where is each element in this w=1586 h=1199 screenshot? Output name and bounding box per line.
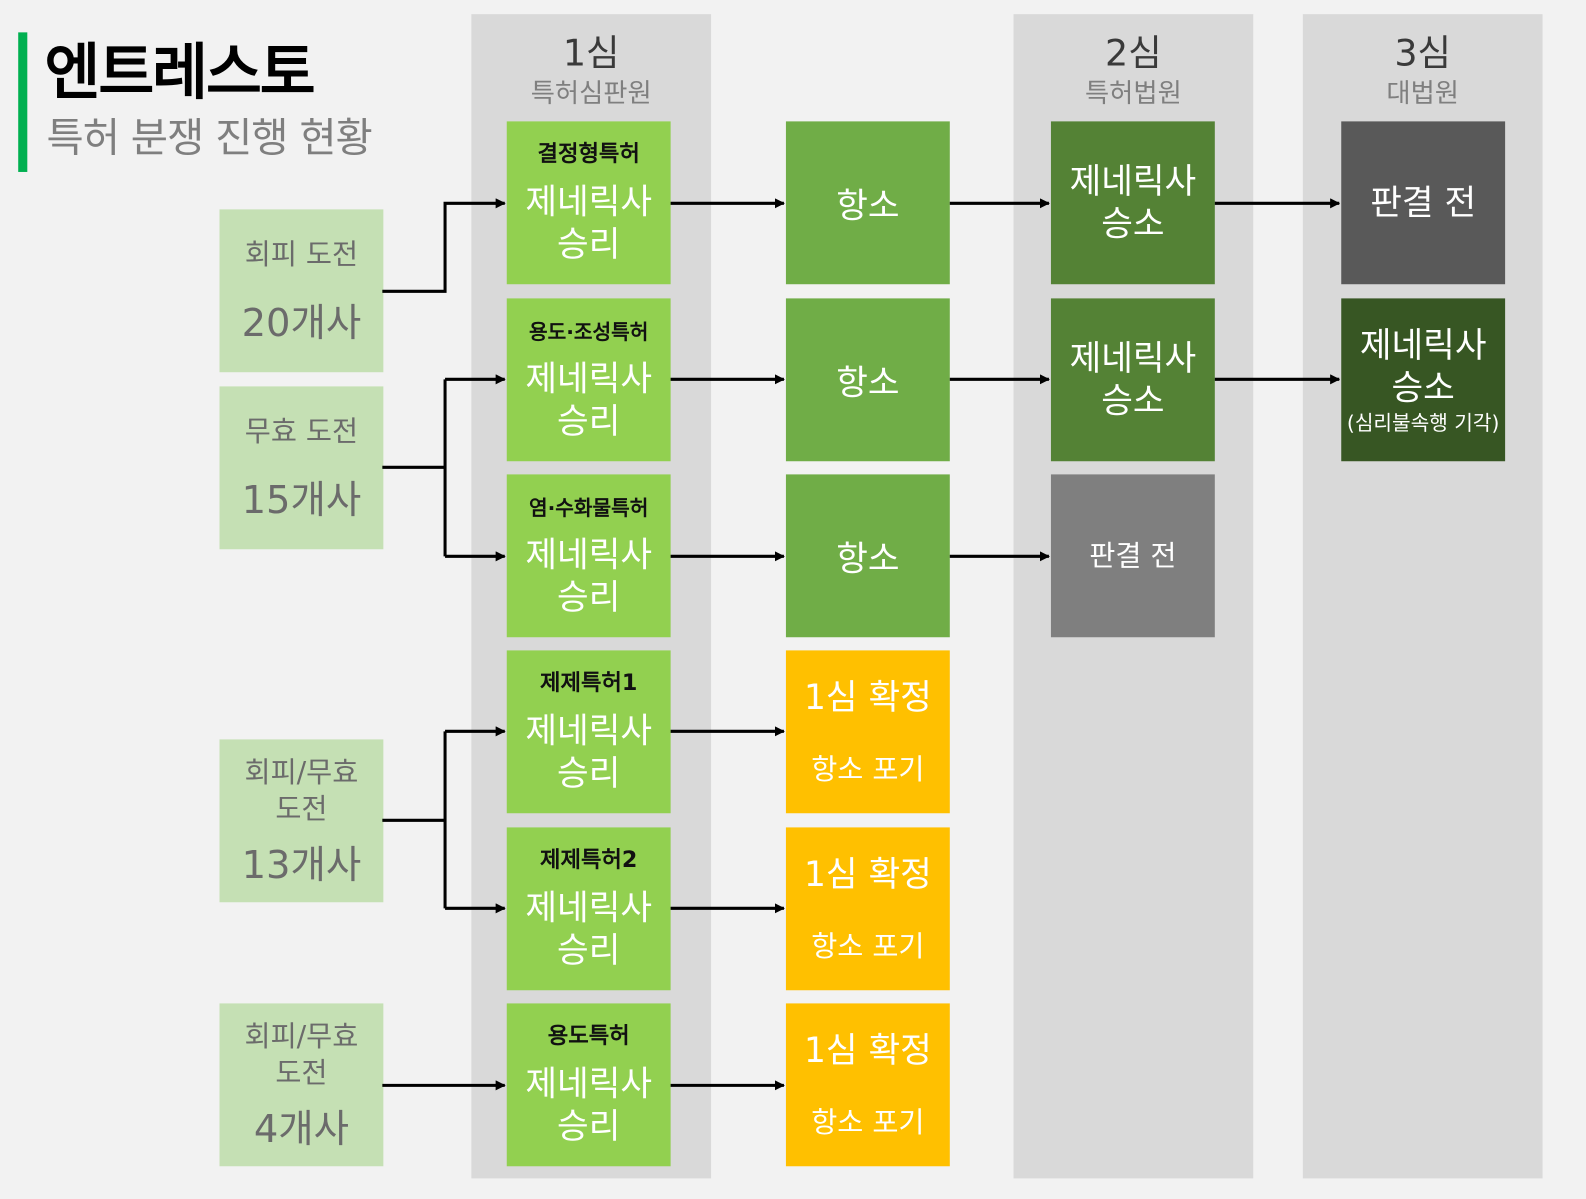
challenge-box: 회피/무효 도전 13개사 xyxy=(219,739,384,903)
challenge-box: 회피/무효 도전 4개사 xyxy=(219,1003,384,1167)
patent-name: 용도·조성특허 xyxy=(529,319,649,344)
appeal-box: 항소 xyxy=(785,121,950,285)
result: 제네릭사 승리 xyxy=(525,1063,652,1147)
challenge-type: 회피/무효 도전 xyxy=(244,755,359,825)
page-subtitle: 특허 분쟁 진행 현황 xyxy=(46,115,373,162)
result: 판결 전 xyxy=(1370,182,1477,224)
challenge-type: 무효 도전 xyxy=(244,414,359,448)
result: 제네릭사 승소 xyxy=(1359,325,1487,409)
patent-name: 제제특허1 xyxy=(539,670,638,696)
second-instance-box: 제네릭사 승소 xyxy=(1050,121,1215,285)
appeal-status: 항소 xyxy=(836,186,900,227)
appeal-status: 항소 xyxy=(836,363,900,404)
challenge-count: 15개사 xyxy=(241,476,362,522)
third-instance-box: 판결 전 xyxy=(1341,121,1506,285)
result: 제네릭사 승리 xyxy=(525,710,652,794)
challenge-type: 회피/무효 도전 xyxy=(244,1019,359,1089)
result: 제네릭사 승리 xyxy=(525,358,652,442)
patent-name: 제제특허2 xyxy=(539,847,638,873)
stage-label: 3심 xyxy=(1394,33,1452,75)
challenge-count: 4개사 xyxy=(253,1106,350,1151)
appeal-status: 1심 확정 xyxy=(804,677,932,718)
appeal-sub: 항소 포기 xyxy=(811,1105,925,1139)
appeal-status: 항소 xyxy=(836,539,900,580)
patent-name: 용도특허 xyxy=(547,1023,630,1049)
challenge-count: 13개사 xyxy=(241,842,362,887)
result: 제네릭사 승리 xyxy=(525,887,652,971)
appeal-status: 1심 확정 xyxy=(804,1030,932,1071)
third-instance-box: 제네릭사 승소(심리불속행 기각) xyxy=(1341,298,1506,462)
result: 제네릭사 승리 xyxy=(525,181,652,265)
first-instance-box: 제제특허1 제네릭사 승리 xyxy=(506,650,671,814)
stage-court: 대법원 xyxy=(1386,78,1459,110)
result: 제네릭사 승소 xyxy=(1069,338,1197,422)
appeal-sub: 항소 포기 xyxy=(811,752,925,786)
challenge-box: 회피 도전 20개사 xyxy=(219,209,384,373)
stage-court: 특허법원 xyxy=(1084,78,1182,110)
stage-label: 2심 xyxy=(1105,33,1162,75)
patent-name: 결정형특허 xyxy=(537,141,640,167)
challenge-count: 20개사 xyxy=(241,299,362,345)
company-title: 엔트레스토 xyxy=(44,37,316,109)
first-instance-box: 제제특허2 제네릭사 승리 xyxy=(506,827,671,991)
appeal-box: 항소 xyxy=(785,298,950,462)
stage-court: 특허심판원 xyxy=(530,78,652,110)
second-instance-box: 판결 전 xyxy=(1050,474,1215,638)
result-note: (심리불속행 기각) xyxy=(1346,410,1500,435)
connector xyxy=(382,198,506,293)
stage-label: 1심 xyxy=(562,33,620,75)
appeal-status: 1심 확정 xyxy=(804,854,932,895)
challenge-box: 무효 도전 15개사 xyxy=(219,386,384,550)
second-instance-box: 제네릭사 승소 xyxy=(1050,298,1215,462)
result: 제네릭사 승소 xyxy=(1069,161,1197,245)
patent-name: 염·수화물특허 xyxy=(529,495,649,520)
challenge-type: 회피 도전 xyxy=(244,237,359,271)
appeal-box: 항소 xyxy=(785,474,950,638)
result: 제네릭사 승리 xyxy=(525,534,652,618)
title-accent-bar xyxy=(18,32,28,172)
result: 판결 전 xyxy=(1089,538,1177,573)
appeal-sub: 항소 포기 xyxy=(811,929,925,963)
